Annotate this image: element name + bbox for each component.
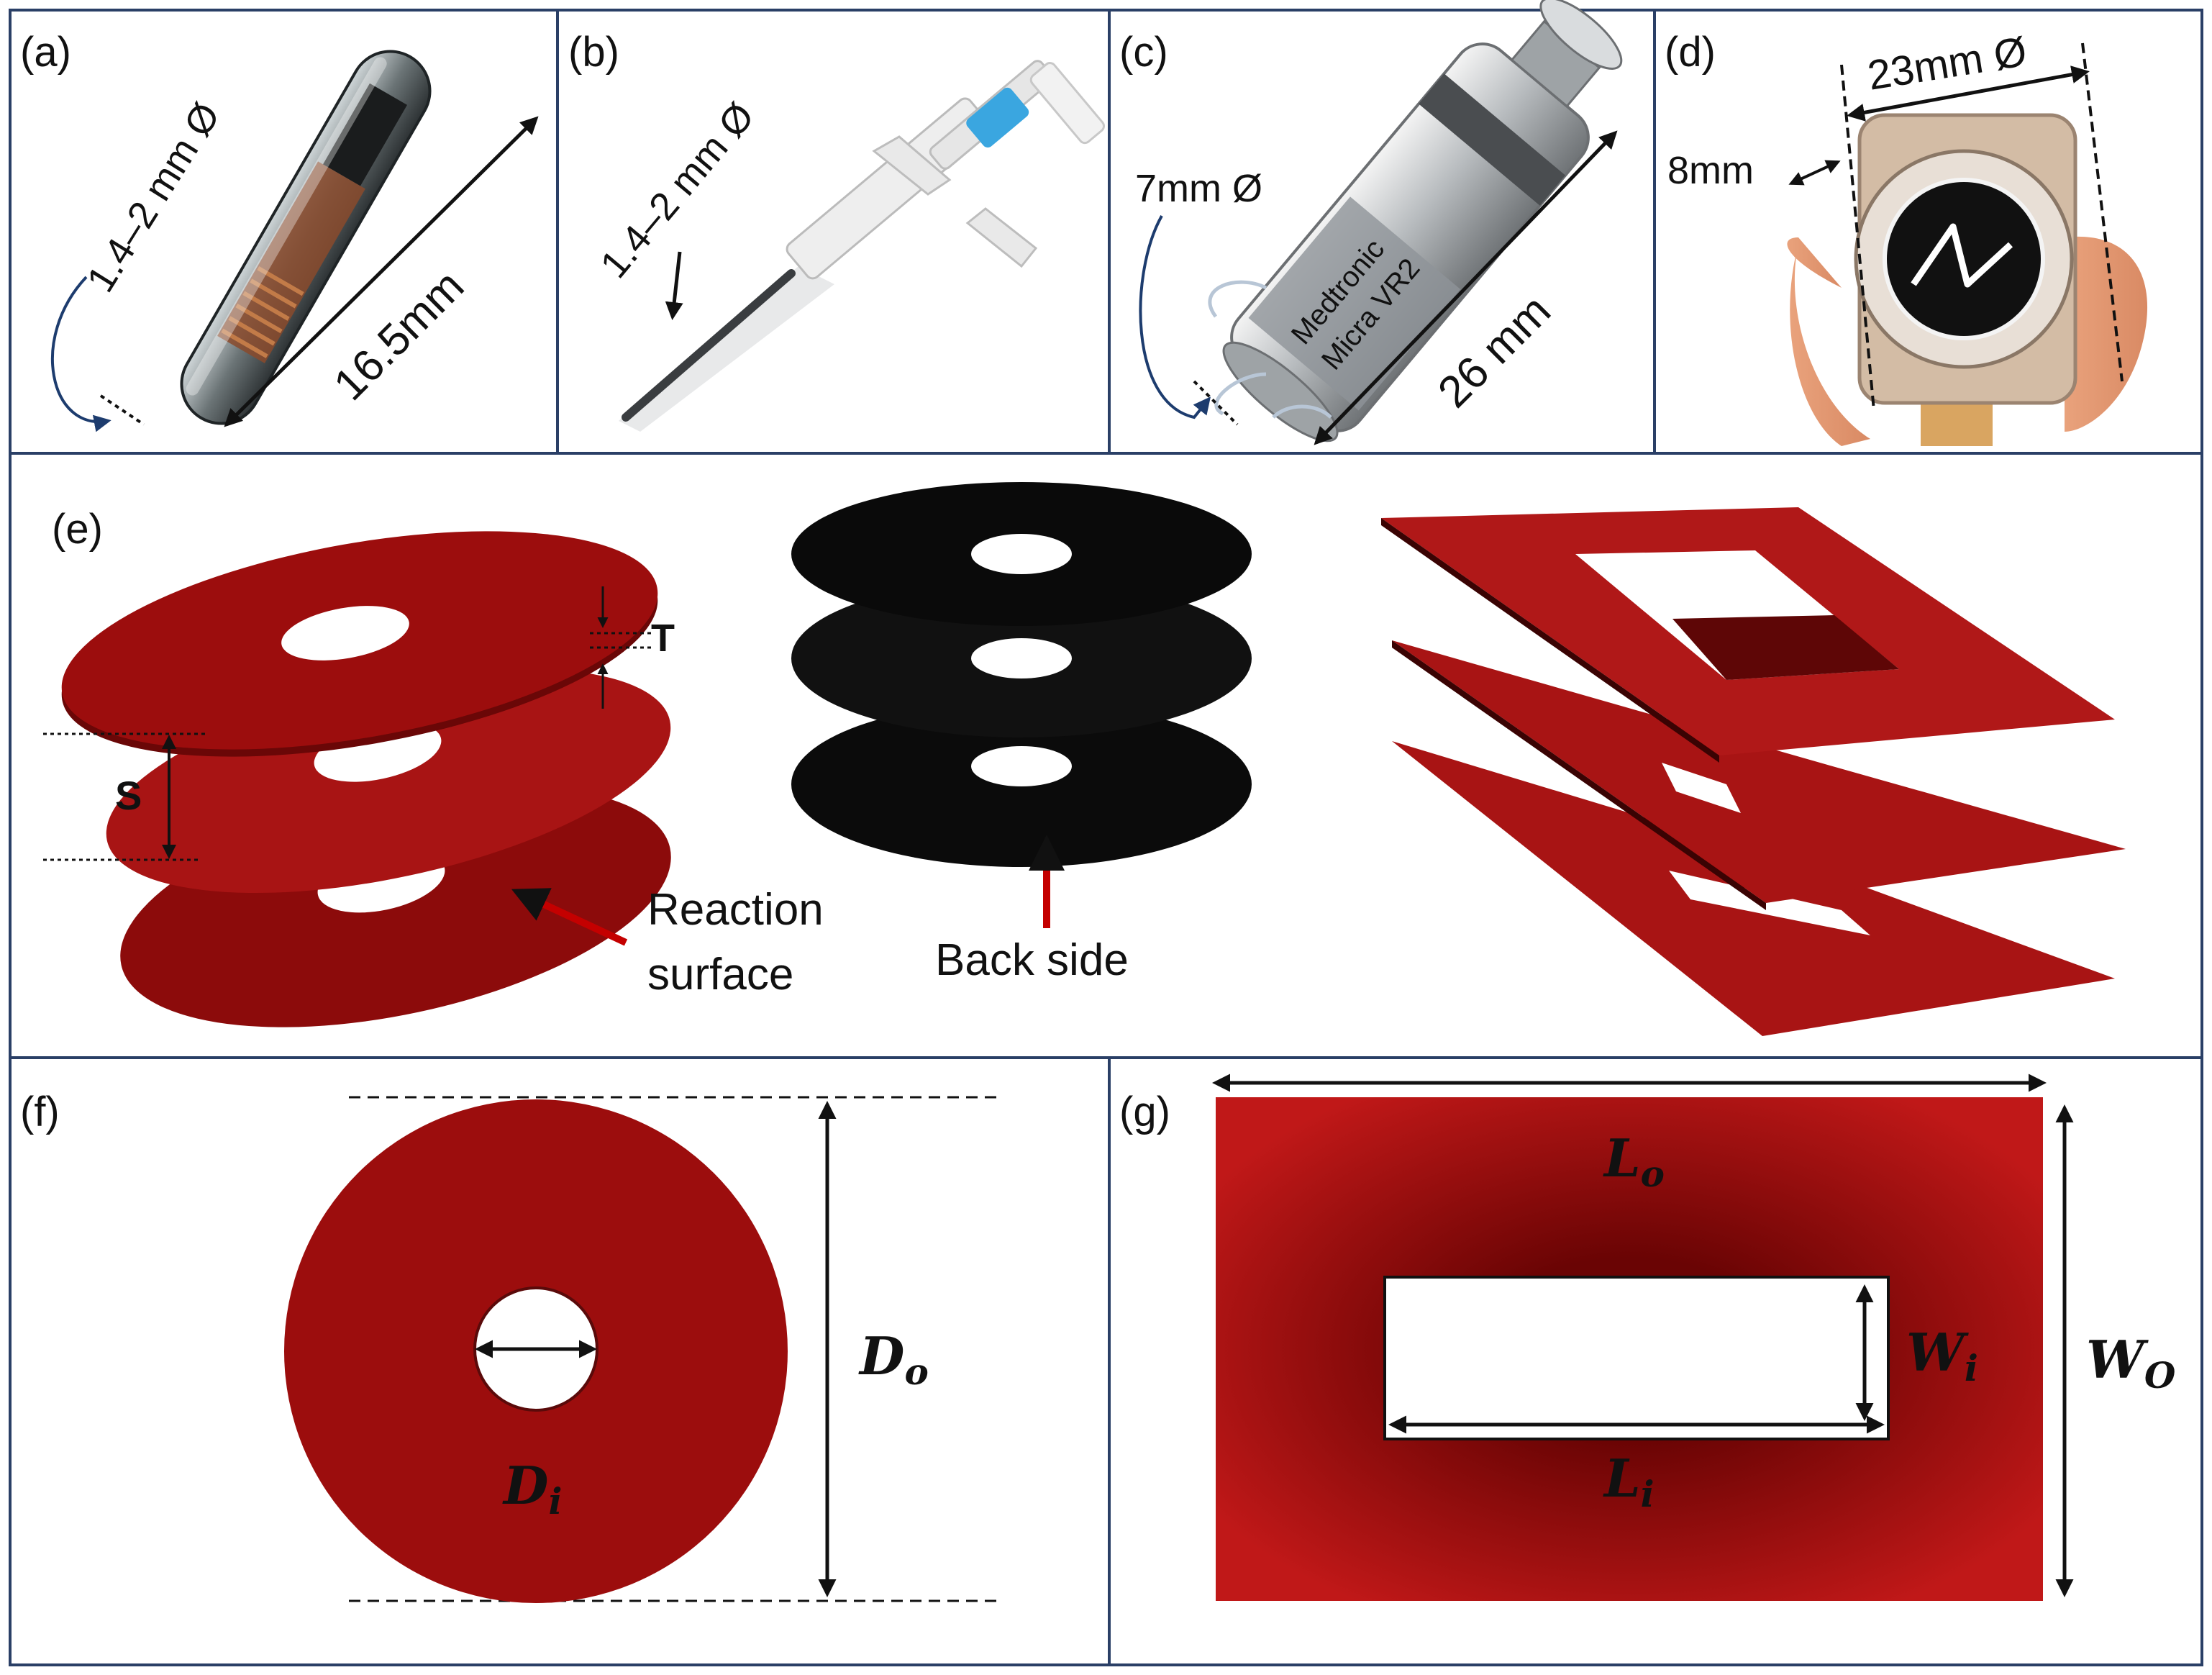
thickness-symbol: T [651, 617, 675, 660]
diameter-callout-curve [50, 276, 111, 432]
inner-length-symbol: Li [1603, 1448, 1655, 1515]
back-disk-top [791, 482, 1252, 626]
panel-g-label: (g) [1119, 1089, 1170, 1135]
outer-width-symbol: WO [2086, 1329, 2176, 1397]
panel-b-label: (b) [568, 29, 619, 76]
capsule-length-arrow [224, 116, 539, 427]
reaction-surface-label-line1: Reaction [647, 885, 824, 935]
pacemaker-diameter-curve [1139, 215, 1211, 419]
panel-frames [9, 9, 2203, 1666]
panel-d-label: (d) [1665, 29, 1716, 76]
syringe-pointer-arrow [665, 251, 683, 320]
back-side-label: Back side [935, 935, 1129, 985]
outer-diameter-symbol: Do [858, 1325, 929, 1393]
coin-thickness-arrow [1788, 160, 1841, 186]
reaction-surface-label-line2: surface [647, 950, 793, 999]
annular-disk-stack: T S Reaction surface [43, 531, 824, 1027]
inner-diameter-symbol: Di [502, 1455, 562, 1522]
back-disk-middle [791, 579, 1252, 737]
pacemaker-diameter-label: 7mm Ø [1135, 167, 1262, 210]
panel-a-label: (a) [20, 29, 71, 76]
panel-f-label: (f) [20, 1089, 60, 1135]
capsule-length-label: 16.5mm [324, 261, 473, 410]
plate-top [1381, 507, 2115, 763]
spacing-symbol: S [115, 773, 142, 818]
panel-a: (a) 1.4–2 mm Ø 16.5mm [20, 29, 539, 432]
panel-e-label: (e) [52, 506, 103, 553]
inner-width-symbol: Wi [1906, 1322, 1978, 1389]
panel-d: (d) 23mm Ø 8mm [1665, 28, 2148, 446]
coin-thickness-label: 8mm [1667, 149, 1754, 192]
left-thickness-guide [1840, 64, 1875, 411]
panel-e: (e) T S Reactio [43, 482, 2126, 1036]
panel-b: (b) 1.4–2 mm Ø [568, 29, 1106, 432]
plate-middle [1392, 640, 2126, 910]
panel-g: (g) Lo WO Wi Li [1119, 1073, 2176, 1601]
pacemaker-dotted-line [1193, 380, 1239, 426]
outer-length-symbol: Lo [1603, 1127, 1665, 1195]
rectangular-plate-stack [1381, 507, 2126, 1036]
pacemaker-length-arrow [1314, 130, 1618, 445]
back-disk-bottom [791, 702, 1252, 867]
panel-c-label: (c) [1119, 29, 1168, 76]
capsule-diameter-label: 1.4–2 mm Ø [78, 96, 228, 300]
pacemaker-icon: Medtronic Micra VR2 [1222, 0, 1623, 442]
reaction-surface-arrow [511, 888, 628, 946]
rfid-capsule-icon [180, 50, 432, 425]
coin-diameter-arrow [1847, 65, 2090, 122]
back-side-disk-stack: Back side [791, 482, 1252, 985]
panel-c: (c) Medtronic Micra VR2 7mm Ø 26 mm [1119, 0, 1623, 445]
panel-f: (f) Di Do [20, 1089, 1000, 1603]
coin-device-icon [1787, 113, 2148, 446]
implant-syringe-icon [619, 60, 1106, 432]
diameter-dotted-line [99, 394, 145, 426]
disk-top [61, 531, 658, 757]
inner-rectangle-opening [1383, 1276, 1890, 1440]
